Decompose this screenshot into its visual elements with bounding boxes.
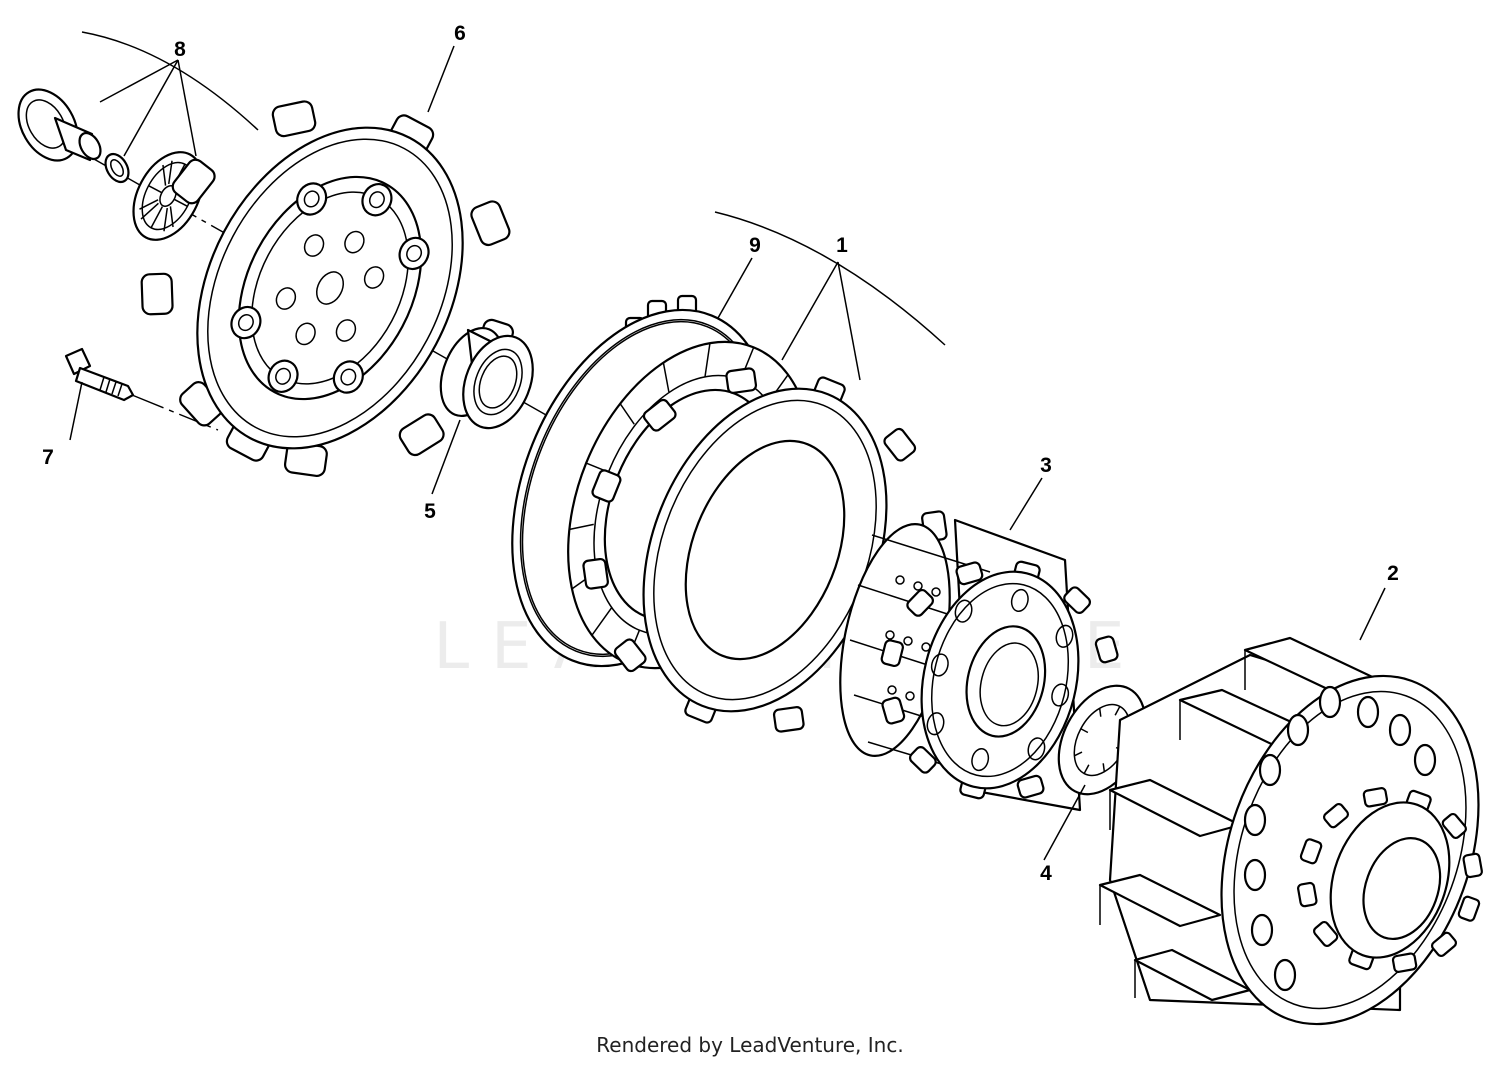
part-8-cap[interactable]	[6, 79, 104, 171]
part-2-clutch-housing[interactable]	[1098, 636, 1500, 1060]
callout-8: 8	[174, 38, 186, 61]
part-5-release-bearing[interactable]	[429, 319, 546, 439]
leader-lines	[69, 31, 1386, 861]
callout-6: 6	[454, 22, 466, 45]
part-8-snap-ring[interactable]	[101, 150, 133, 186]
callout-7: 7	[42, 446, 54, 469]
footer-credit: Rendered by LeadVenture, Inc.	[596, 1033, 904, 1057]
callout-labels: 8 6 7 5 9 1 3 2 4	[42, 22, 1399, 885]
callout-9: 9	[749, 234, 761, 257]
callout-3: 3	[1040, 454, 1052, 477]
callout-2: 2	[1387, 562, 1399, 585]
callout-1: 1	[836, 234, 848, 257]
part-3-clutch-hub[interactable]	[822, 514, 1146, 825]
part-7-bolt[interactable]	[64, 347, 135, 402]
part-6-pressure-plate[interactable]	[75, 33, 585, 542]
callout-5: 5	[424, 500, 436, 523]
callout-4: 4	[1040, 862, 1052, 885]
